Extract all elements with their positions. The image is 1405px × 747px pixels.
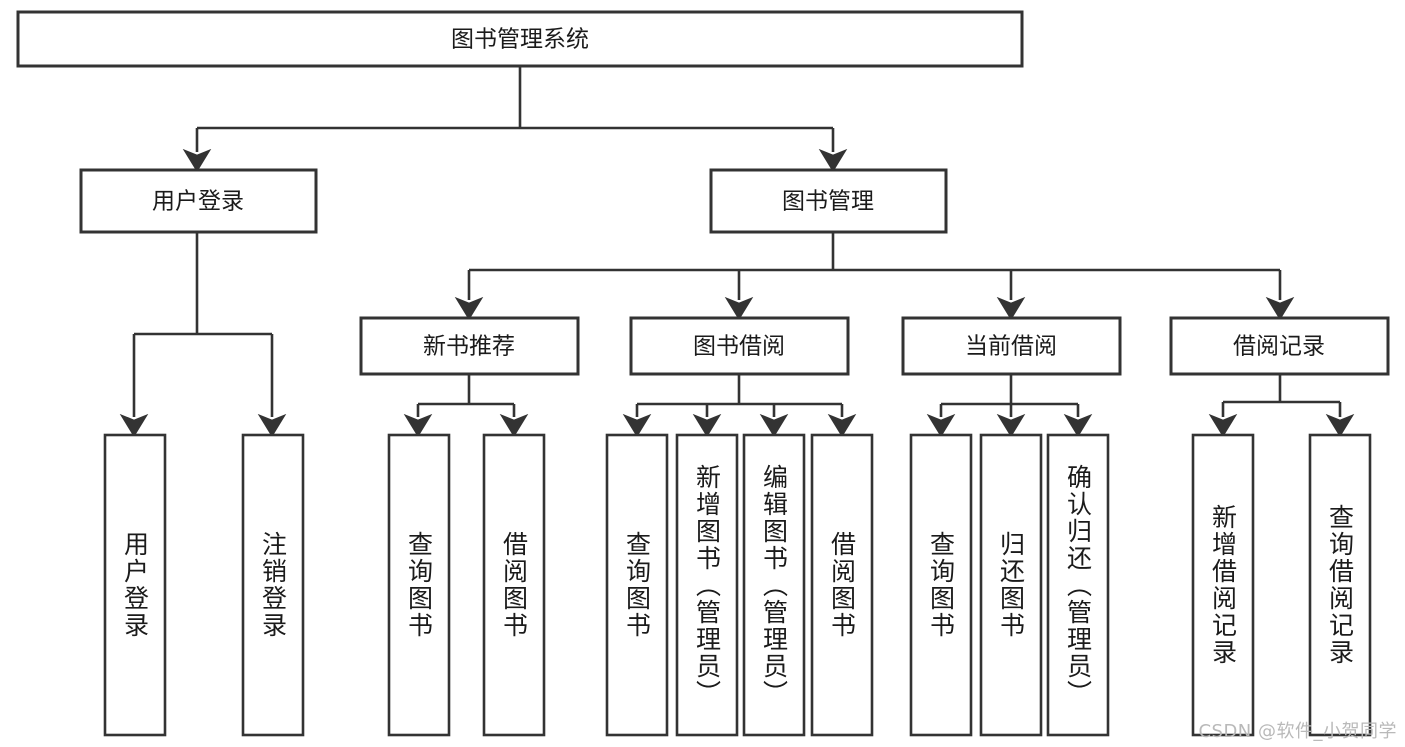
leaf-borrow-book-newbook-label: 借阅图书	[499, 531, 529, 639]
connector-root-to-level2	[182, 66, 848, 173]
node-book-borrow[interactable]: 图书借阅	[629, 316, 850, 376]
leaf-return-book-label: 归还图书	[996, 531, 1026, 639]
node-borrow-records[interactable]: 借阅记录	[1169, 316, 1390, 376]
node-user-login-label: 用户登录	[152, 189, 244, 215]
node-new-book-recommend[interactable]: 新书推荐	[359, 316, 580, 376]
node-user-login[interactable]: 用户登录	[79, 168, 318, 234]
leaf-query-borrow-record[interactable]: 查询借阅记录	[1308, 433, 1372, 737]
node-book-management-label: 图书管理	[782, 189, 874, 215]
node-book-borrow-label: 图书借阅	[693, 334, 785, 360]
leaf-query-book-newbook-label: 查询图书	[404, 531, 434, 639]
node-borrow-records-label: 借阅记录	[1233, 334, 1325, 360]
leaf-query-book-current-label: 查询图书	[926, 531, 956, 639]
node-current-borrow[interactable]: 当前借阅	[901, 316, 1122, 376]
leaf-add-borrow-record[interactable]: 新增借阅记录	[1191, 433, 1255, 737]
leaf-add-book-admin[interactable]: 新增图书（管理员）	[675, 433, 739, 737]
leaf-confirm-return-admin[interactable]: 确认归还（管理员）	[1046, 433, 1110, 737]
leaf-edit-book-admin[interactable]: 编辑图书（管理员）	[742, 433, 806, 737]
leaf-edit-book-admin-label: 编辑图书（管理员）	[759, 463, 789, 707]
leaf-query-book-newbook[interactable]: 查询图书	[387, 433, 451, 737]
leaf-query-book-borrow[interactable]: 查询图书	[605, 433, 669, 737]
node-new-book-recommend-label: 新书推荐	[423, 334, 515, 360]
connector-userlogin-to-leaves	[119, 232, 287, 438]
node-root-label: 图书管理系统	[451, 27, 589, 53]
leaf-confirm-return-admin-label: 确认归还（管理员）	[1063, 463, 1093, 707]
leaf-logout-label: 注销登录	[258, 531, 288, 639]
leaf-return-book[interactable]: 归还图书	[979, 433, 1043, 737]
leaf-logout[interactable]: 注销登录	[241, 433, 305, 737]
leaf-user-login[interactable]: 用户登录	[103, 433, 167, 737]
leaf-borrow-book-borrow-label: 借阅图书	[827, 531, 857, 639]
node-current-borrow-label: 当前借阅	[965, 334, 1057, 360]
leaf-query-book-current[interactable]: 查询图书	[909, 433, 973, 737]
leaf-query-borrow-record-label: 查询借阅记录	[1325, 504, 1355, 666]
leaf-add-book-admin-label: 新增图书（管理员）	[692, 463, 722, 707]
leaf-user-login-label: 用户登录	[120, 531, 150, 639]
connector-current-to-leaves	[926, 374, 1093, 438]
connector-borrow-to-leaves	[622, 374, 857, 438]
connector-bookmgmt-to-level3	[454, 232, 1295, 321]
node-root[interactable]: 图书管理系统	[16, 10, 1024, 68]
leaf-borrow-book-newbook[interactable]: 借阅图书	[482, 433, 546, 737]
leaf-borrow-book-borrow[interactable]: 借阅图书	[810, 433, 874, 737]
leaf-query-book-borrow-label: 查询图书	[622, 531, 652, 639]
leaf-add-borrow-record-label: 新增借阅记录	[1208, 504, 1238, 666]
connector-newbook-to-leaves	[403, 374, 529, 438]
connector-records-to-leaves	[1208, 374, 1355, 438]
node-book-management[interactable]: 图书管理	[709, 168, 948, 234]
